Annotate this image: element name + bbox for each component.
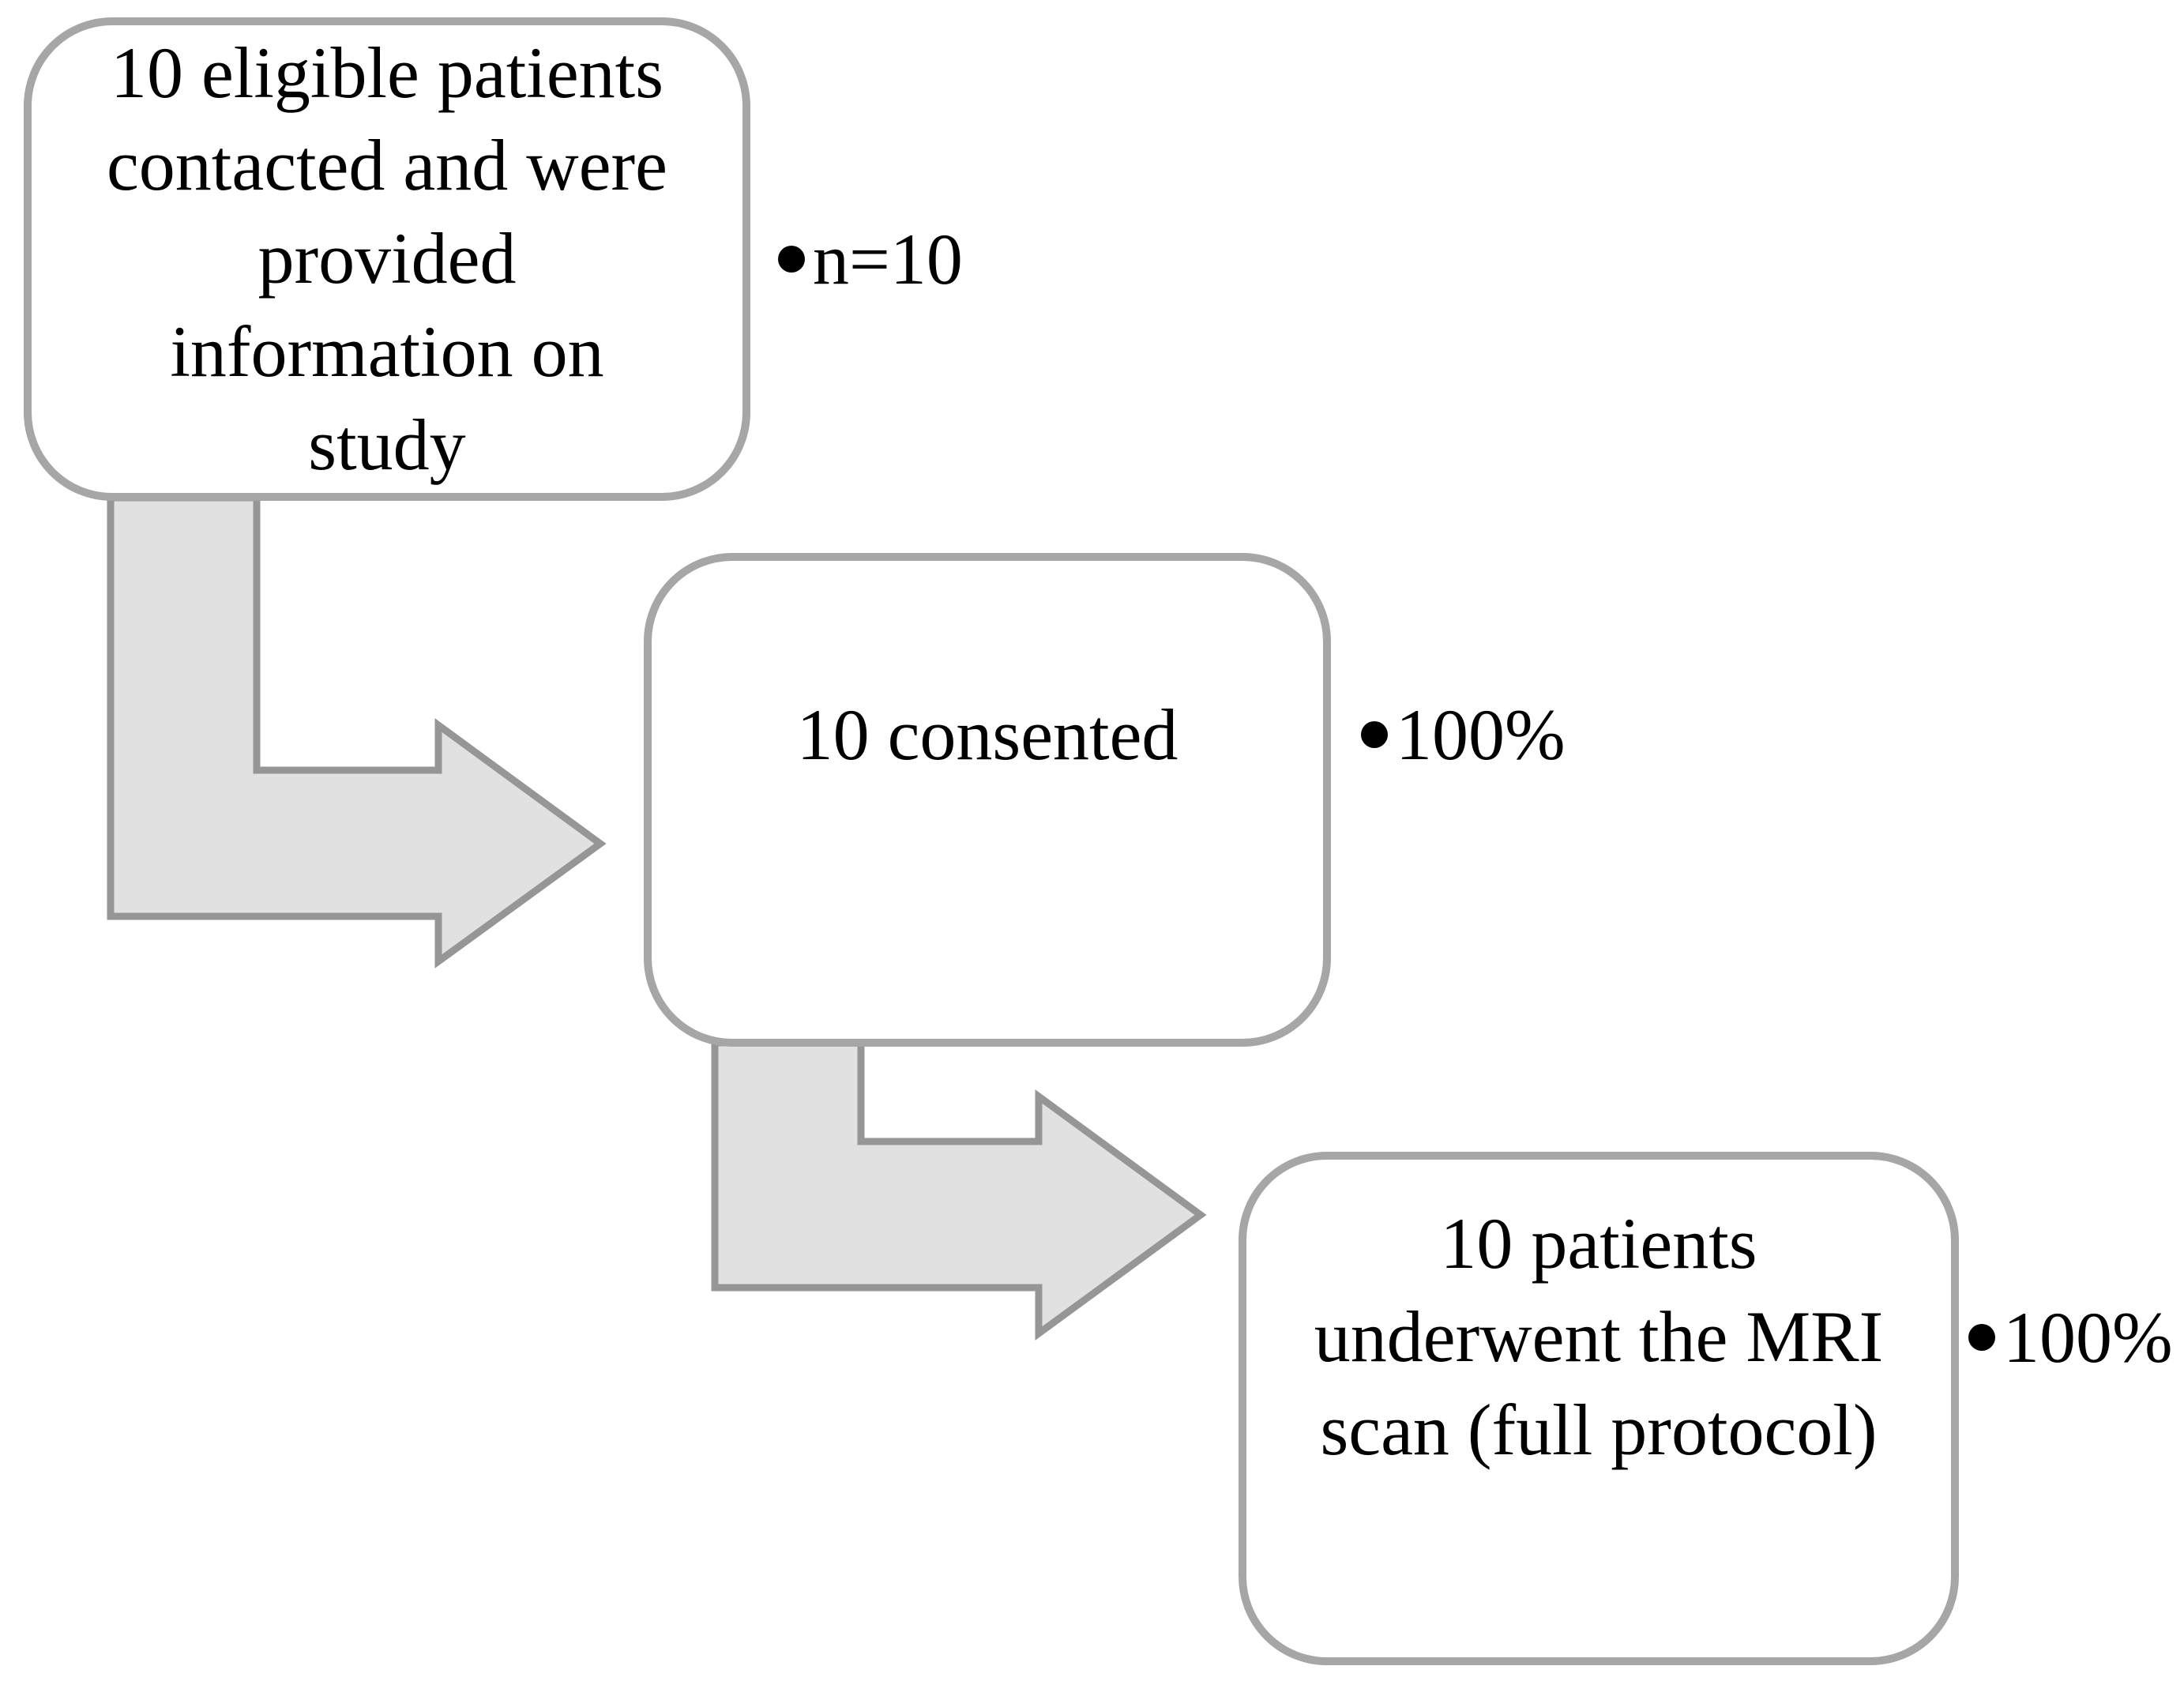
text-line: provided <box>257 218 517 299</box>
flow-step-3-text: 10 patients underwent the MRI scan (full… <box>1314 1198 1884 1476</box>
flow-step-3-bullet: 100% <box>1968 1282 2173 1393</box>
bullet-dot-icon <box>778 246 805 273</box>
flow-step-2-text: 10 consented <box>797 689 1178 782</box>
text-line: scan (full protocol) <box>1320 1389 1878 1470</box>
flow-step-1-text: 10 eligible patients contacted and were … <box>107 27 667 492</box>
flow-step-1-bullet: n=10 <box>778 204 963 314</box>
elbow-arrow-1 <box>107 494 607 968</box>
flow-step-2-box: 10 consented <box>644 553 1331 1047</box>
bullet-dot-icon <box>1968 1324 1995 1351</box>
flow-step-3-box: 10 patients underwent the MRI scan (full… <box>1239 1152 1959 1665</box>
text-line: contacted and were <box>106 125 668 206</box>
elbow-arrow-2 <box>711 1039 1207 1341</box>
text-line: 10 eligible patients <box>110 32 664 113</box>
flow-step-1-bullet-text: n=10 <box>813 219 963 299</box>
text-line: 10 patients <box>1440 1203 1757 1284</box>
text-line: information on <box>170 310 604 392</box>
flow-step-3-bullet-text: 100% <box>2003 1297 2173 1378</box>
text-line: 10 consented <box>796 694 1178 775</box>
text-line: study <box>308 404 466 485</box>
flow-step-2-bullet-text: 100% <box>1396 694 1566 775</box>
text-line: underwent the MRI <box>1314 1296 1884 1378</box>
bullet-dot-icon <box>1361 721 1388 748</box>
flow-step-1-box: 10 eligible patients contacted and were … <box>24 17 750 501</box>
flow-step-2-bullet: 100% <box>1361 679 1566 790</box>
